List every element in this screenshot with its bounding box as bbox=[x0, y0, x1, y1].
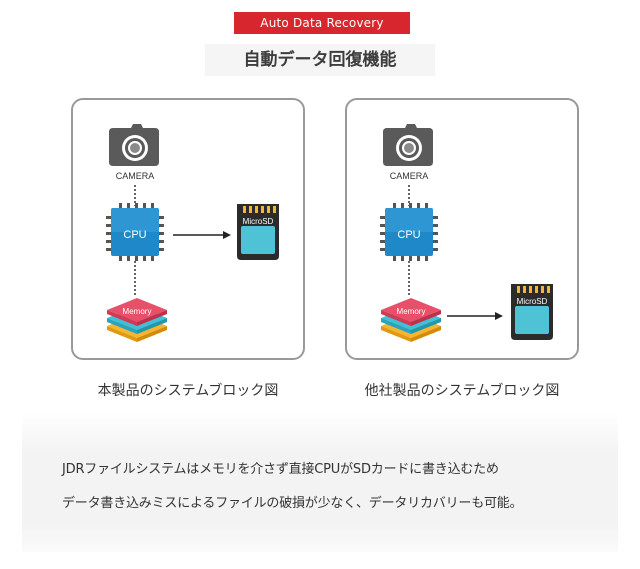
camera-icon bbox=[109, 124, 159, 166]
sd-label: MicroSD bbox=[243, 217, 274, 226]
camera-label: CAMERA bbox=[390, 171, 429, 181]
right-diagram: CAMERA CPU Memory bbox=[380, 124, 553, 342]
camera-label: CAMERA bbox=[116, 171, 155, 181]
memory-label: Memory bbox=[397, 307, 426, 316]
microsd-card-icon bbox=[237, 204, 279, 260]
left-caption: 本製品のシステムブロック図 bbox=[97, 383, 279, 399]
page-title: 自動データ回復機能 bbox=[205, 44, 435, 76]
top-banner: Auto Data Recovery bbox=[234, 12, 410, 34]
memory-label: Memory bbox=[123, 307, 152, 316]
arrow-right-icon bbox=[173, 231, 231, 239]
cpu-chip-icon bbox=[380, 203, 438, 261]
memory-stack-icon bbox=[381, 298, 441, 342]
left-diagram: CAMERA CPU MicroSD bbox=[106, 124, 279, 342]
camera-icon bbox=[383, 124, 433, 166]
cpu-chip-icon bbox=[106, 203, 164, 261]
memory-stack-icon bbox=[107, 298, 167, 342]
left-system-panel: CAMERA CPU MicroSD bbox=[71, 98, 305, 360]
sd-label: MicroSD bbox=[517, 297, 548, 306]
description-line-2: データ書き込みミスによるファイルの破損が少なく、データリカバリーも可能。 bbox=[62, 496, 523, 511]
right-caption: 他社製品のシステムブロック図 bbox=[364, 383, 560, 399]
microsd-card-icon bbox=[511, 284, 553, 340]
arrow-right-icon bbox=[447, 312, 503, 320]
cpu-label: CPU bbox=[397, 229, 420, 241]
right-system-panel: CAMERA CPU Memory bbox=[345, 98, 579, 360]
cpu-label: CPU bbox=[123, 229, 146, 241]
description-line-1: JDRファイルシステムはメモリを介さず直接CPUがSDカードに書き込むため bbox=[62, 462, 499, 477]
description-box: JDRファイルシステムはメモリを介さず直接CPUがSDカードに書き込むため デー… bbox=[22, 412, 618, 552]
